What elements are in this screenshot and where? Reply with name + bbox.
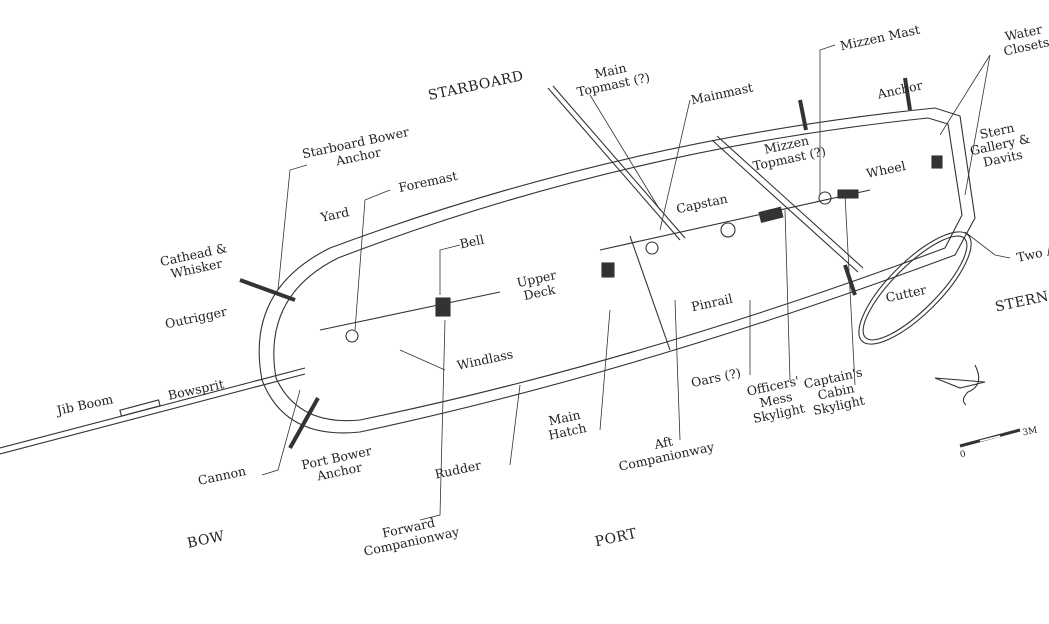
capstan-circle [720, 222, 736, 238]
mainmast-circle [645, 241, 659, 255]
deck-spar [319, 291, 501, 331]
cutter-boat [858, 231, 972, 345]
foremast-circle [345, 329, 359, 343]
jib-fitting [119, 399, 161, 417]
yard-spar [239, 278, 296, 302]
hull-outline [258, 107, 976, 434]
port-anchor-stock [288, 397, 320, 449]
deck-spar-2 [599, 189, 871, 251]
main-topmast-spar [547, 87, 681, 241]
mainmast-crosspiece [629, 235, 671, 351]
jib-boom [0, 367, 306, 455]
north-arrow-icon [934, 364, 986, 406]
mizzen-topmast-spar [711, 139, 859, 273]
hull-inner [273, 117, 963, 422]
mizzen-circle [818, 191, 832, 205]
scale-bar [959, 428, 1021, 448]
